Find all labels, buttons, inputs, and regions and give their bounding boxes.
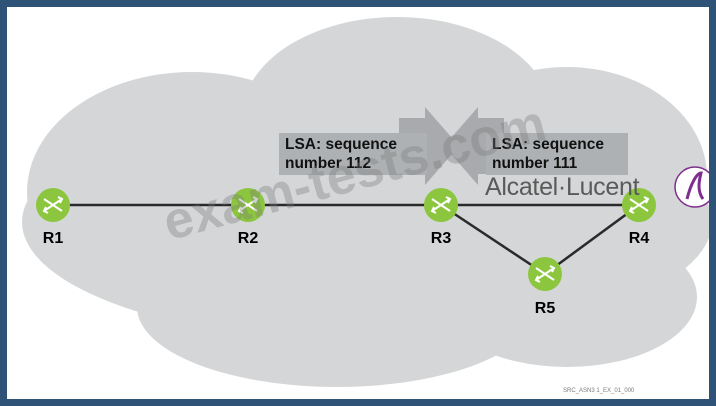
router-r5[interactable] — [528, 257, 562, 291]
router-icon — [628, 196, 650, 214]
router-r3[interactable] — [424, 188, 458, 222]
lsa-callout-seq-111: LSA: sequence number 111 — [486, 133, 628, 175]
brand-name: Alcatel·Lucent — [485, 173, 640, 201]
lsa-callout-seq-112: LSA: sequence number 112 — [279, 133, 427, 175]
router-label-r2: R2 — [237, 230, 259, 247]
alcatel-lucent-logo — [674, 166, 709, 208]
router-icon — [430, 196, 452, 214]
figure-id: SRC_ASN3 1_EX_01_000 — [563, 388, 635, 394]
router-label-r3: R3 — [430, 230, 452, 247]
router-r2[interactable] — [231, 188, 265, 222]
network-cloud — [22, 17, 709, 387]
router-r4[interactable] — [622, 188, 656, 222]
router-icon — [42, 196, 64, 214]
link-r5-r4 — [544, 203, 640, 276]
router-label-r1: R1 — [42, 230, 64, 247]
router-label-r4: R4 — [628, 230, 650, 247]
router-label-r5: R5 — [534, 300, 556, 317]
network-diagram — [22, 17, 709, 387]
router-r1[interactable] — [36, 188, 70, 222]
links — [53, 203, 640, 276]
router-icon — [534, 265, 556, 283]
link-r3-r5 — [440, 203, 546, 276]
router-icon — [237, 196, 259, 214]
